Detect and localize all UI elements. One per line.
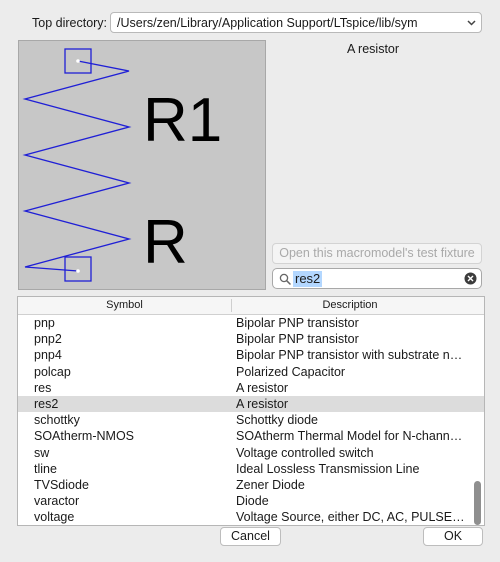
description-cell: SOAtherm Thermal Model for N-channel p..… bbox=[236, 429, 468, 444]
table-row[interactable]: tline Ideal Lossless Transmission Line bbox=[18, 461, 484, 477]
resistor-zigzag bbox=[22, 60, 132, 272]
column-divider[interactable] bbox=[231, 299, 232, 312]
selected-description: A resistor bbox=[346, 42, 400, 56]
symbol-cell: pnp4 bbox=[34, 348, 62, 363]
ok-button[interactable]: OK bbox=[423, 527, 483, 546]
cancel-button[interactable]: Cancel bbox=[220, 527, 281, 546]
table-row[interactable]: TVSdiode Zener Diode bbox=[18, 477, 484, 493]
table-row[interactable]: voltage Voltage Source, either DC, AC, PU… bbox=[18, 509, 484, 525]
pin-box-bottom bbox=[64, 256, 92, 282]
table-row[interactable]: sw Voltage controlled switch bbox=[18, 445, 484, 461]
table-row[interactable]: pnp Bipolar PNP transistor bbox=[18, 315, 484, 331]
symbol-cell: voltage bbox=[34, 510, 75, 525]
pin-box-top bbox=[64, 48, 92, 74]
description-cell: Voltage Source, either DC, AC, PULSE, SI… bbox=[236, 510, 468, 525]
description-cell: Zener Diode bbox=[236, 478, 305, 492]
description-cell: Schottky diode bbox=[236, 413, 318, 428]
symbol-cell: TVSdiode bbox=[34, 478, 89, 492]
column-header-symbol[interactable]: Symbol bbox=[106, 299, 143, 311]
search-input[interactable]: res2 bbox=[293, 271, 323, 287]
instance-name-label: R1 bbox=[143, 86, 222, 155]
symbol-cell: polcap bbox=[34, 364, 71, 379]
pin-dot-top bbox=[76, 59, 80, 63]
table-header: Symbol Description bbox=[18, 297, 484, 315]
table-row[interactable]: schottky Schottky diode bbox=[18, 412, 484, 428]
table-row[interactable]: pnp2 Bipolar PNP transistor bbox=[18, 331, 484, 347]
description-cell: Voltage controlled switch bbox=[236, 445, 374, 460]
symbol-cell: varactor bbox=[34, 494, 80, 509]
table-scrollbar[interactable] bbox=[470, 315, 484, 525]
description-cell: A resistor bbox=[236, 397, 289, 411]
top-directory-label: Top directory: bbox=[32, 16, 108, 30]
column-header-description[interactable]: Description bbox=[322, 299, 378, 311]
symbol-cell: pnp bbox=[34, 316, 55, 330]
search-icon bbox=[279, 273, 291, 285]
description-cell: Diode bbox=[236, 494, 269, 509]
search-field[interactable]: res2 bbox=[272, 268, 482, 289]
table-row[interactable]: varactor Diode bbox=[18, 493, 484, 509]
symbol-preview: R1 R bbox=[18, 40, 266, 290]
open-test-fixture-button[interactable]: Open this macromodel's test fixture bbox=[272, 243, 482, 264]
symbol-cell: res bbox=[34, 380, 52, 395]
top-directory-select[interactable]: /Users/zen/Library/Application Support/L… bbox=[110, 12, 482, 33]
symbol-cell: res2 bbox=[34, 397, 59, 411]
value-label: R bbox=[143, 208, 188, 277]
description-cell: Ideal Lossless Transmission Line bbox=[236, 461, 420, 476]
pin-dot-bottom bbox=[76, 269, 80, 273]
table-row[interactable]: res A resistor bbox=[18, 380, 484, 396]
table-row[interactable]: res2 A resistor bbox=[18, 396, 484, 412]
symbol-cell: tline bbox=[34, 461, 57, 476]
description-cell: Polarized Capacitor bbox=[236, 364, 346, 379]
clear-icon[interactable] bbox=[464, 272, 477, 285]
description-cell: Bipolar PNP transistor bbox=[236, 332, 359, 347]
resistor-symbol-drawing: R1 R bbox=[22, 48, 222, 282]
symbol-cell: schottky bbox=[34, 413, 80, 428]
table-row[interactable]: polcap Polarized Capacitor bbox=[18, 364, 484, 380]
table-row[interactable]: SOAtherm-NMOS SOAtherm Thermal Model for … bbox=[18, 428, 484, 444]
symbol-cell: pnp2 bbox=[34, 332, 62, 347]
top-directory-path: /Users/zen/Library/Application Support/L… bbox=[117, 16, 418, 30]
table-row[interactable]: pnp4 Bipolar PNP transistor with substrat… bbox=[18, 347, 484, 363]
chevron-down-icon bbox=[467, 20, 476, 26]
symbol-cell: sw bbox=[34, 445, 50, 460]
description-cell: Bipolar PNP transistor bbox=[236, 316, 359, 330]
description-cell: A resistor bbox=[236, 380, 289, 395]
scrollbar-thumb[interactable] bbox=[474, 481, 481, 525]
description-cell: Bipolar PNP transistor with substrate no… bbox=[236, 348, 468, 363]
symbol-cell: SOAtherm-NMOS bbox=[34, 429, 135, 444]
